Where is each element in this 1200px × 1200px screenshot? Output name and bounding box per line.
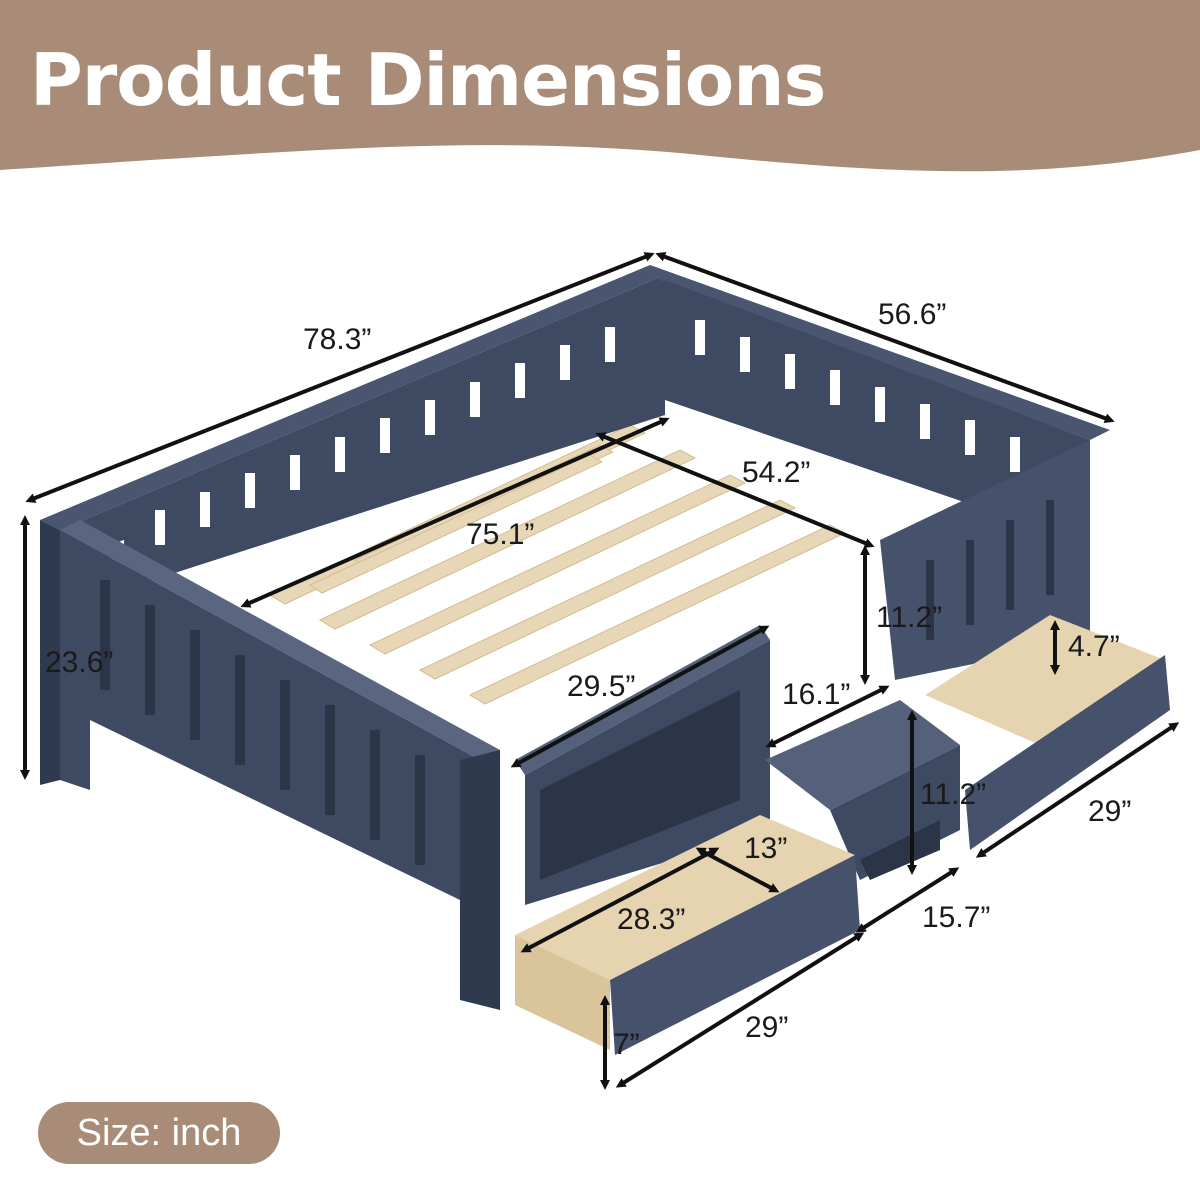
title-banner (0, 0, 1200, 172)
nightstand-width-label: 15.7” (922, 901, 991, 934)
overall-height-label: 23.6” (45, 646, 114, 679)
drawer-length-front-label: 29” (745, 1011, 789, 1044)
drawer-length-right-label: 29” (1088, 795, 1132, 828)
inner-width-label: 54.2” (742, 456, 811, 489)
drawer-inner-depth-label: 13” (744, 832, 788, 865)
drawer-inner-length-label: 28.3” (617, 903, 686, 936)
size-unit-badge: Size: inch (38, 1102, 280, 1164)
bed-front-rail (40, 520, 500, 1010)
bed-right-rail (880, 440, 1090, 680)
drawer-height-front-label: 7” (613, 1028, 640, 1061)
drawer-height-right-label: 4.7” (1068, 630, 1120, 663)
guardrail-height-label: 11.2” (876, 601, 943, 634)
shelf-length-label: 29.5” (567, 670, 636, 703)
nightstand-depth-label: 16.1” (782, 678, 851, 711)
inner-length-label: 75.1” (466, 518, 535, 551)
page-title: Product Dimensions (30, 38, 826, 122)
overall-length-label: 78.3” (303, 323, 372, 356)
overall-width-label: 56.6” (878, 298, 947, 331)
size-unit-label: Size: inch (76, 1111, 242, 1154)
dimension-arrows (20, 252, 1180, 1090)
nightstand-height-label: 11.2” (920, 778, 987, 811)
